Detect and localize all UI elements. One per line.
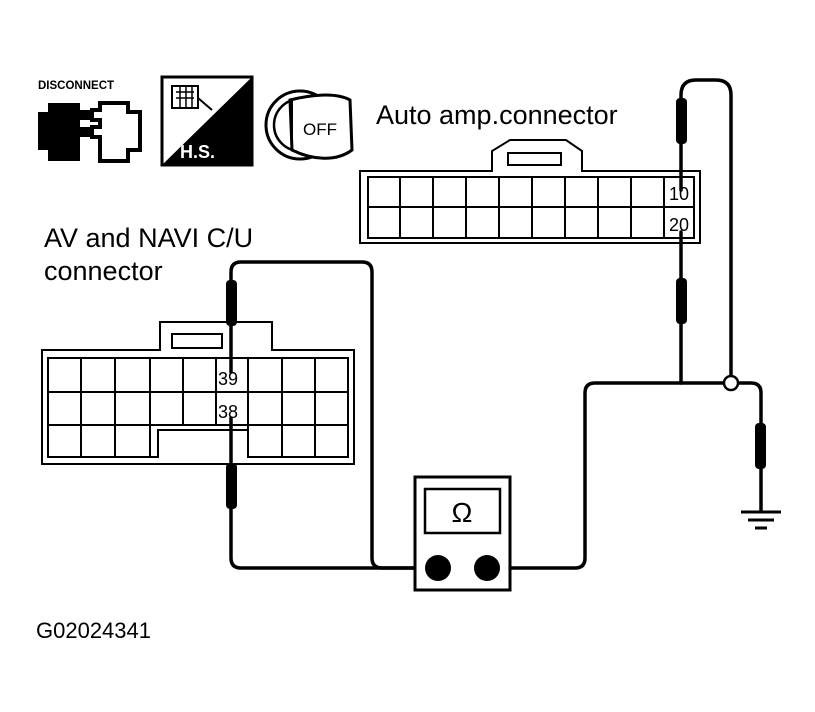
wire-pin20-probe [679, 230, 733, 385]
wire-meter-to-auto-amp [498, 381, 683, 570]
auto-amp-connector: 10 20 [359, 139, 701, 244]
meter-terminal-left [425, 555, 451, 581]
pin-20-label: 20 [669, 215, 689, 235]
disconnect-label: DISCONNECT [38, 80, 114, 92]
pin-10-label: 10 [669, 184, 689, 204]
junction-dot [722, 374, 740, 392]
figure-code: G02024341 [36, 618, 151, 643]
ohm-symbol-icon: Ω [452, 497, 473, 528]
av-navi-connector-label-line1: AV and NAVI C/U [44, 223, 253, 253]
ignition-off-icon: OFF [264, 89, 354, 161]
disconnect-icon: DISCONNECT [38, 80, 142, 163]
pin-39-label: 39 [218, 369, 238, 389]
ignition-off-label: OFF [303, 120, 337, 139]
connector-sketch-icon [171, 85, 213, 111]
wiring [226, 78, 766, 570]
probe-tip-20 [676, 278, 687, 324]
harness-side-icon: H.S. [160, 75, 254, 167]
ground-icon [741, 510, 781, 530]
av-navi-connector-label-line2: connector [44, 256, 163, 286]
wire-to-ground [729, 381, 763, 512]
av-navi-connector: 39 38 [41, 321, 355, 465]
probe-tip-38 [226, 463, 237, 509]
ohmmeter: Ω [413, 475, 512, 592]
wire-pin10-probe [679, 78, 733, 385]
probe-tip-10 [676, 98, 687, 144]
meter-terminal-right [474, 555, 500, 581]
pin-38-label: 38 [218, 402, 238, 422]
probe-tip-ground [755, 423, 766, 469]
wire-pin38-to-meter [229, 416, 422, 570]
probe-tip-39 [226, 280, 237, 326]
auto-amp-connector-label: Auto amp.connector [376, 100, 618, 130]
hs-label: H.S. [180, 142, 215, 162]
wire-pin39-to-meter [229, 260, 422, 570]
